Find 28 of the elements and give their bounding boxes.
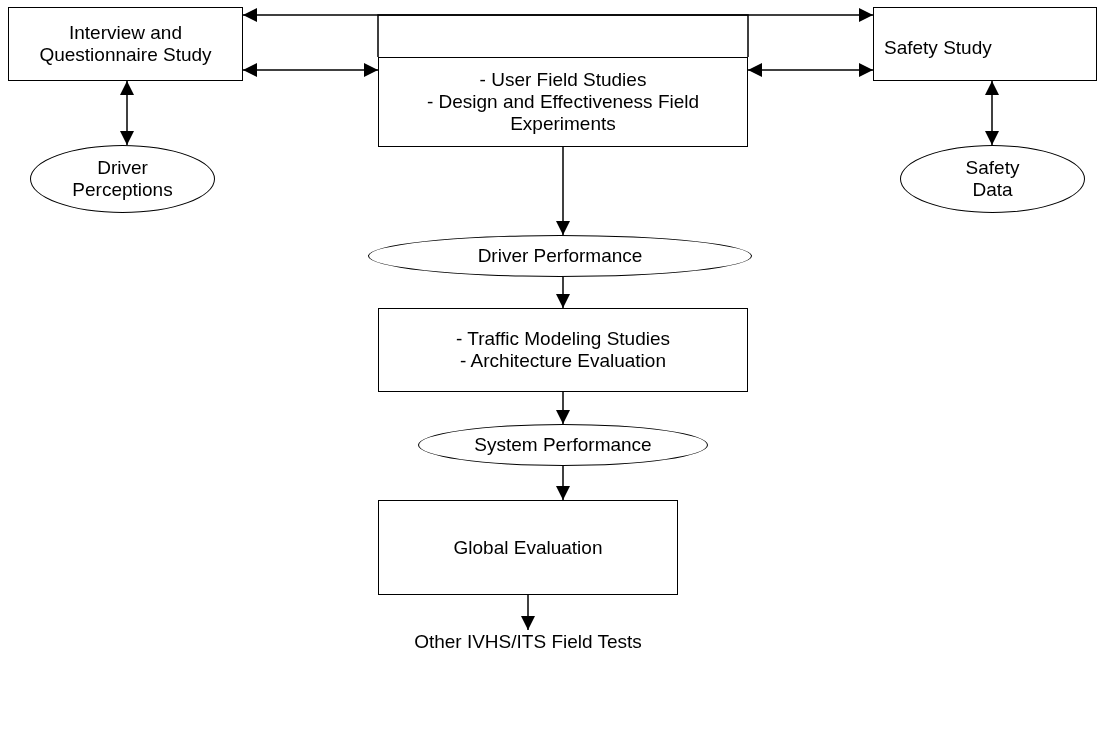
arrow [556, 391, 570, 425]
node-label: - User Field Studies [479, 69, 647, 91]
node-label: Other IVHS/ITS Field Tests [414, 631, 642, 653]
process-box [378, 500, 678, 595]
process-box [378, 308, 748, 392]
process-box [8, 7, 243, 81]
arrow [242, 63, 379, 77]
node-label: Driver Performance [477, 245, 643, 267]
process-box [873, 7, 1097, 81]
arrow [556, 465, 570, 501]
process-box [378, 57, 748, 147]
arrow [556, 276, 570, 309]
node-label: - Traffic Modeling Studies [456, 328, 670, 350]
arrow [985, 80, 999, 146]
arrow [120, 80, 134, 146]
arrow [521, 594, 535, 631]
node-label: Global Evaluation [453, 536, 603, 559]
arrow [242, 8, 749, 58]
arrow [747, 63, 874, 77]
node-label: Safety Study [884, 37, 992, 59]
node-label: Interview and Questionnaire Study [38, 22, 213, 66]
node-label: - Design and Effectiveness Field Experiments [425, 91, 701, 135]
node-label: - Architecture Evaluation [460, 350, 666, 372]
node-label: System Performance [474, 434, 652, 456]
node-label: Driver Perceptions [71, 157, 174, 201]
arrow [377, 8, 874, 58]
node-label: Safety Data [964, 157, 1021, 201]
arrow [556, 146, 570, 236]
